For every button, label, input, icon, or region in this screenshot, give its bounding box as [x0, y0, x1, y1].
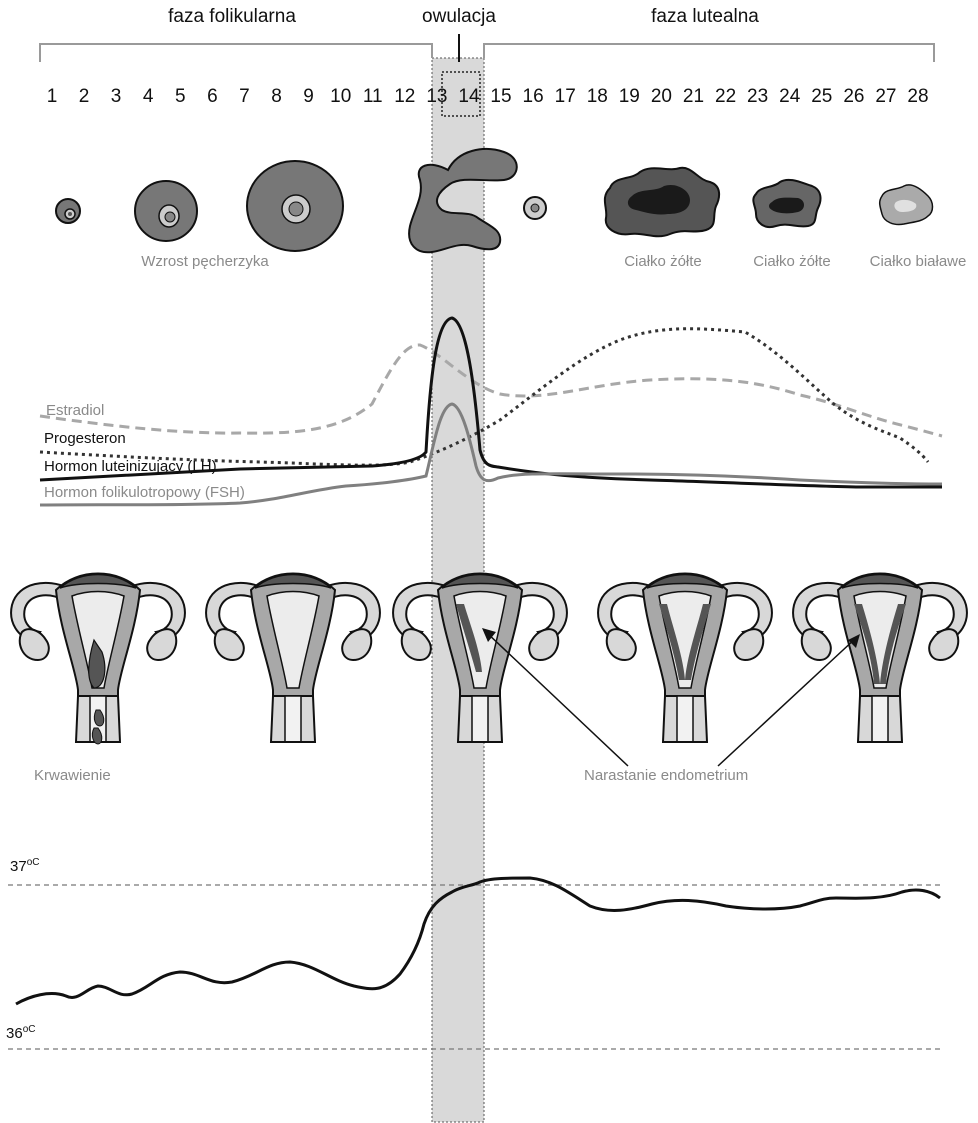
fsh-label: Hormon folikulotropowy (FSH): [44, 484, 245, 501]
day-number: 9: [303, 86, 314, 107]
progesterone-label: Progesteron: [44, 430, 126, 447]
day-number: 28: [907, 86, 928, 107]
small-follicle: [524, 197, 546, 219]
uterus-3: [393, 574, 567, 743]
corpus-albicans-label: Ciałko białawe: [870, 253, 967, 270]
day-number: 17: [555, 86, 576, 107]
day-number: 21: [683, 86, 704, 107]
temp-36-label: 36oC: [6, 1024, 35, 1042]
estradiol-label: Estradiol: [46, 402, 104, 419]
corpus-albicans: [880, 185, 933, 225]
lh-label: Hormon luteinizujący (LH): [44, 458, 217, 475]
day-number: 20: [651, 86, 672, 107]
follicular-bracket: [40, 44, 432, 62]
day-number: 10: [330, 86, 351, 107]
endometrium-arrow-1: [486, 632, 628, 766]
uterus-1: [11, 574, 185, 745]
day-number: 23: [747, 86, 768, 107]
follicle-stage-1: [56, 199, 80, 223]
estradiol-curve: [40, 345, 942, 436]
follicular-phase-label: faza folikularna: [168, 6, 296, 27]
day-number: 27: [875, 86, 896, 107]
follicle-growth-label: Wzrost pęcherzyka: [141, 253, 269, 270]
day-number: 12: [394, 86, 415, 107]
luteal-phase-label: faza lutealna: [651, 6, 759, 27]
day-number: 14: [458, 86, 480, 107]
day-number: 18: [587, 86, 608, 107]
endometrium-growth-label: Narastanie endometrium: [584, 767, 748, 784]
temp-37-label: 37oC: [10, 857, 39, 875]
uterus-5: [793, 574, 967, 743]
day-number: 24: [779, 86, 801, 107]
day-number: 4: [143, 86, 154, 107]
day-number: 7: [239, 86, 250, 107]
corpus-luteum-label-1: Ciałko żółte: [624, 253, 702, 270]
day-number: 2: [79, 86, 90, 107]
day-number: 22: [715, 86, 736, 107]
day-number: 19: [619, 86, 640, 107]
luteal-bracket: [484, 44, 934, 62]
day-number: 6: [207, 86, 218, 107]
day-number: 16: [523, 86, 544, 107]
uterus-2: [206, 574, 380, 743]
day-number: 13: [426, 86, 447, 107]
day-number: 8: [271, 86, 282, 107]
day-number: 15: [490, 86, 511, 107]
follicle-stage-3: [247, 161, 343, 251]
day-number: 5: [175, 86, 186, 107]
corpus-luteum-small: [753, 180, 820, 227]
corpus-luteum-large: [605, 168, 719, 236]
day-number: 26: [843, 86, 864, 107]
ovulation-label: owulacja: [422, 6, 496, 27]
uterus-4: [598, 574, 772, 743]
day-number: 11: [363, 86, 383, 107]
follicle-stage-2: [135, 181, 197, 241]
day-number: 3: [111, 86, 122, 107]
bleeding-label: Krwawienie: [34, 767, 111, 784]
day-number: 25: [811, 86, 832, 107]
day-number: 1: [47, 86, 58, 107]
corpus-luteum-label-2: Ciałko żółte: [753, 253, 831, 270]
